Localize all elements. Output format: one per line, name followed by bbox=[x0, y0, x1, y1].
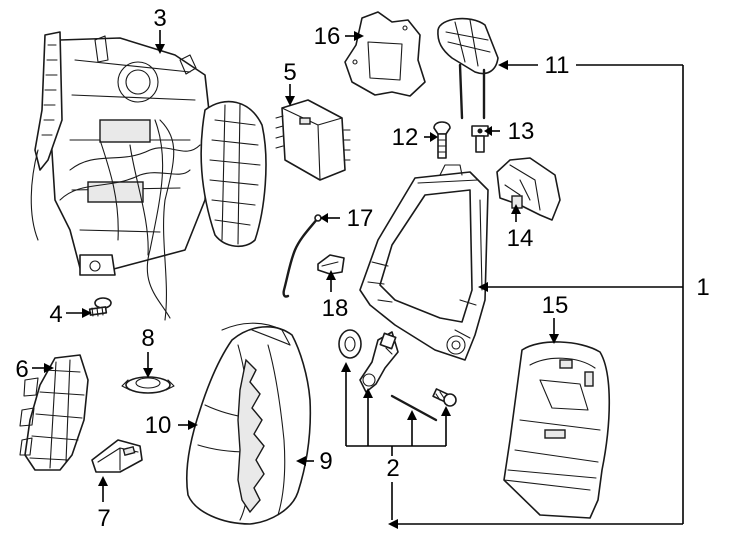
callout-5: 5 bbox=[283, 59, 296, 86]
part-6-bolster bbox=[19, 354, 89, 471]
part-9-10-seatback-cover bbox=[185, 322, 312, 525]
callout-14: 14 bbox=[507, 225, 534, 252]
callout-12: 12 bbox=[392, 124, 419, 151]
callout-13: 13 bbox=[508, 118, 535, 145]
callout-4: 4 bbox=[49, 301, 62, 328]
callout-11: 11 bbox=[545, 52, 570, 79]
leader-lines bbox=[32, 30, 684, 529]
part-15-back-panel bbox=[503, 341, 611, 519]
callout-10: 10 bbox=[145, 412, 172, 439]
part-1-frame bbox=[359, 164, 489, 361]
callout-7: 7 bbox=[97, 505, 110, 532]
part-2-hardware bbox=[338, 329, 457, 422]
callout-3: 3 bbox=[153, 5, 166, 32]
part-16-pad bbox=[344, 11, 426, 97]
part-7-switch bbox=[91, 439, 143, 473]
callout-1: 1 bbox=[696, 274, 709, 301]
part-12-bolt bbox=[433, 121, 451, 159]
callout-16: 16 bbox=[314, 23, 341, 50]
part-8-knob bbox=[121, 376, 175, 394]
callout-numbers: 3 16 5 11 12 13 14 1 17 18 4 6 8 10 9 7 … bbox=[15, 5, 709, 532]
callout-17: 17 bbox=[347, 205, 374, 232]
callout-6: 6 bbox=[15, 356, 28, 383]
part-13-bolt bbox=[471, 125, 489, 153]
part-3-seatback-frame bbox=[30, 31, 267, 321]
part-5-module bbox=[275, 99, 351, 181]
callout-15: 15 bbox=[542, 292, 569, 319]
part-18-clip bbox=[317, 254, 345, 275]
callout-18: 18 bbox=[322, 295, 349, 322]
callout-9: 9 bbox=[319, 448, 332, 475]
callout-2: 2 bbox=[386, 455, 399, 482]
part-14-bracket bbox=[496, 157, 561, 221]
callout-8: 8 bbox=[141, 325, 154, 352]
part-17-rod bbox=[282, 214, 322, 298]
part-11-headrest-guide bbox=[437, 17, 499, 120]
part-4-screw bbox=[88, 297, 112, 317]
